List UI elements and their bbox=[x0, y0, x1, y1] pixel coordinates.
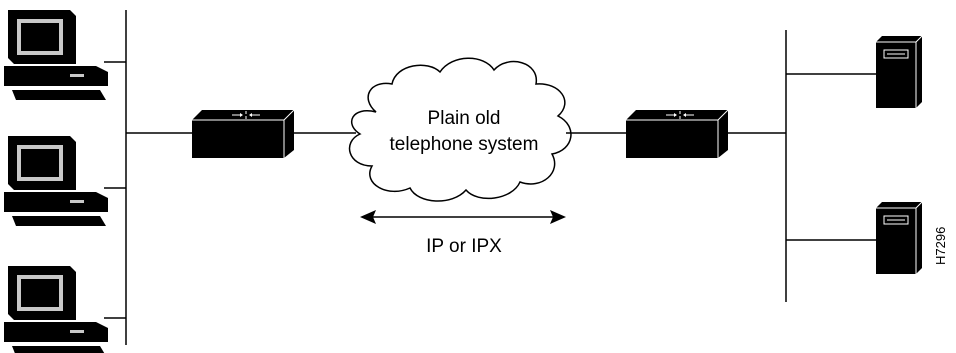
tower-server-icon bbox=[875, 35, 923, 109]
pc-workstation-icon bbox=[3, 9, 109, 101]
pc-workstation-icon bbox=[3, 265, 109, 353]
cloud-icon bbox=[348, 57, 572, 202]
tower-server-icon bbox=[875, 201, 923, 275]
arrowhead-left-icon bbox=[360, 210, 376, 224]
pc-workstation-icon bbox=[3, 135, 109, 227]
figure-id: H7296 bbox=[933, 227, 948, 265]
cloud-label-line2: telephone system bbox=[390, 134, 539, 155]
arrowhead-right-icon bbox=[550, 210, 566, 224]
router-icon bbox=[191, 109, 295, 159]
cloud-label-line1: Plain old bbox=[428, 108, 501, 129]
router-icon bbox=[625, 109, 729, 159]
protocol-label: IP or IPX bbox=[426, 236, 502, 257]
